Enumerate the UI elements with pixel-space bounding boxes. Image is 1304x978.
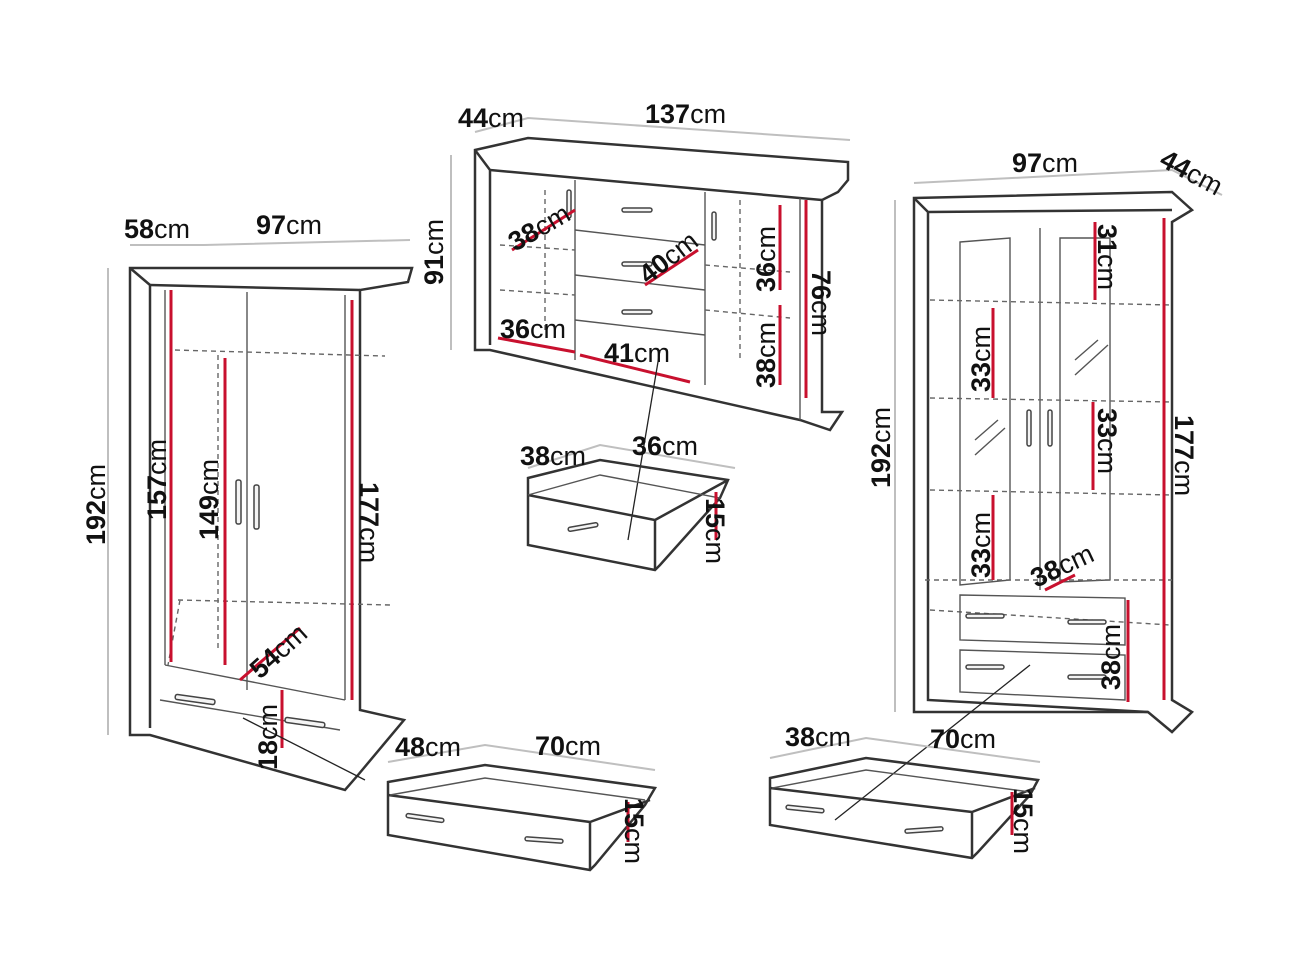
- vitrine-drawer-section-label: 38cm: [1096, 624, 1126, 690]
- vitrine-width-label: 97cm: [1012, 148, 1078, 178]
- sideboard-depth-label: 44cm: [458, 103, 524, 133]
- vitrine-side-height-label: 177cm: [1169, 415, 1199, 496]
- wardrobe-depth-label: 58cm: [124, 214, 190, 244]
- wardrobe-drawer-width-label: 70cm: [535, 731, 601, 761]
- vitrine-height-label: 192cm: [866, 407, 896, 488]
- vitrine-left-lower-label: 33cm: [966, 512, 996, 578]
- wardrobe-drawer-height-label: 18cm: [253, 704, 283, 770]
- vitrine-right-middle-label: 33cm: [1092, 408, 1122, 474]
- sideboard-shelf-right-bottom-label: 38cm: [751, 322, 781, 388]
- sideboard-shelf-left-top-label: 38cm: [503, 198, 575, 257]
- vitrine-inner-depth-label: 38cm: [1026, 538, 1099, 593]
- vitrine: 97cm 44cm 192cm 177cm 31cm 33cm 33cm 33c…: [834, 144, 1228, 821]
- sideboard-middle-diagonal-label: 40cm: [633, 225, 704, 289]
- wardrobe-diagonal-label: 54cm: [244, 618, 313, 684]
- sideboard-drawer-height-label: 15cm: [700, 498, 730, 564]
- vitrine-drawer-height-label: 15cm: [1008, 788, 1038, 854]
- wardrobe-side-height-label: 177cm: [354, 482, 384, 563]
- wardrobe-drawer: 48cm 70cm 15cm: [386, 731, 658, 872]
- sideboard-height-label: 91cm: [419, 219, 449, 285]
- wardrobe-drawer-depth-label: 48cm: [395, 732, 461, 762]
- sideboard-shelf-left-bottom-label: 36cm: [500, 314, 566, 344]
- wardrobe-inner-height-mid-label: 149cm: [194, 459, 224, 540]
- sideboard-drawer-depth-label: 38cm: [520, 441, 586, 471]
- vitrine-top-compartment-label: 31cm: [1092, 224, 1122, 290]
- wardrobe-height-label: 192cm: [81, 464, 111, 545]
- sideboard-drawer-width-label: 36cm: [632, 431, 698, 461]
- sideboard-width-label: 137cm: [645, 99, 726, 129]
- wardrobe: 58cm 97cm 192cm 157cm 149cm 177cm 54cm 1…: [81, 210, 414, 792]
- vitrine-drawer-depth-label: 38cm: [785, 722, 851, 752]
- vitrine-left-upper-label: 33cm: [966, 326, 996, 392]
- sideboard: 44cm 137cm 91cm 38cm 40cm 36cm 76cm 36cm…: [419, 99, 851, 541]
- sideboard-shelf-right-top-label: 36cm: [751, 226, 781, 292]
- wardrobe-width-label: 97cm: [256, 210, 322, 240]
- sideboard-inner-height-right-label: 76cm: [806, 270, 836, 336]
- sideboard-drawer: 38cm 36cm 15cm: [520, 431, 736, 572]
- wardrobe-drawer-height-label: 15cm: [619, 798, 649, 864]
- vitrine-drawer: 38cm 70cm 15cm: [768, 722, 1041, 860]
- sideboard-middle-bottom-label: 41cm: [604, 338, 670, 368]
- wardrobe-inner-height-left-label: 157cm: [142, 439, 172, 520]
- vitrine-drawer-width-label: 70cm: [930, 724, 996, 754]
